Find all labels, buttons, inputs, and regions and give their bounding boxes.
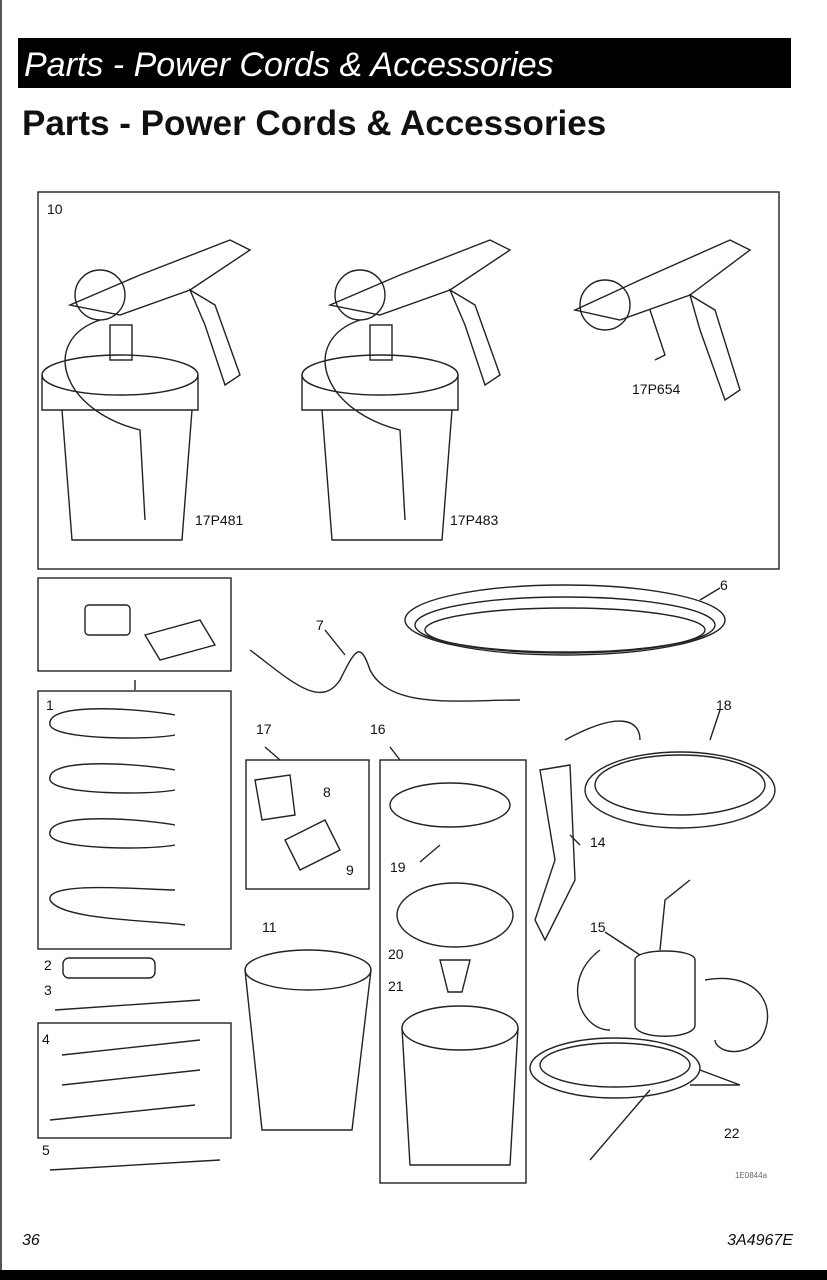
kit-17-frame [245, 759, 370, 890]
bottom-bar [0, 1270, 827, 1280]
hose-6 [404, 584, 726, 656]
callout-15: 15 [590, 919, 606, 935]
callout-5: 5 [42, 1142, 50, 1158]
page-number: 36 [22, 1232, 40, 1249]
callout-11: 11 [262, 919, 277, 935]
callout-4: 4 [42, 1031, 50, 1047]
model-code-17p654: 17P654 [632, 381, 680, 397]
hose-7 [249, 649, 521, 702]
callout-18: 18 [716, 697, 732, 713]
pressure-pot-15 [576, 879, 769, 1053]
figure-id: 1E0844a [735, 1171, 768, 1180]
callout-22: 22 [724, 1125, 740, 1141]
callout-19: 19 [390, 859, 406, 875]
spray-gun-frame [37, 191, 780, 570]
section-header-bar: Parts - Power Cords & Accessories [18, 38, 791, 88]
callout-10: 10 [47, 201, 63, 217]
callout-20: 20 [388, 946, 404, 962]
callout-21: 21 [388, 978, 404, 994]
parts-illustration: 10 6 7 18 1 17 16 8 9 14 19 11 20 15 2 3… [0, 180, 827, 1190]
cord-5 [49, 1159, 221, 1171]
document-number: 3A4967E [727, 1232, 793, 1249]
outlet-panel-frame [37, 577, 232, 672]
callout-17: 17 [256, 721, 272, 737]
cords-frame [37, 690, 232, 950]
left-page-rule [0, 0, 2, 1270]
section-header-title: Parts - Power Cords & Accessories [24, 46, 554, 84]
cords-4-frame [37, 1022, 232, 1139]
strap-14 [534, 764, 576, 942]
callout-7: 7 [316, 617, 324, 633]
adapter-2 [62, 957, 156, 979]
callout-9: 9 [346, 862, 354, 878]
cords-4 [49, 1039, 201, 1121]
spray-gun-cup-1 [41, 239, 252, 541]
callout-16: 16 [370, 721, 386, 737]
callout-3: 3 [44, 982, 52, 998]
callout-1: 1 [46, 697, 54, 713]
kit-16-frame [379, 759, 527, 1184]
spray-gun-3 [572, 239, 752, 402]
page-title: Parts - Power Cords & Accessories [22, 104, 607, 143]
parts-illustration-svg: 10 6 7 18 1 17 16 8 9 14 19 11 20 15 2 3… [37, 191, 780, 1184]
hose-18 [564, 720, 776, 829]
hose-22 [529, 1037, 701, 1161]
model-code-17p481: 17P481 [195, 512, 243, 528]
callout-6: 6 [720, 577, 728, 593]
callout-8: 8 [323, 784, 331, 800]
cup-liner-11 [244, 949, 372, 1131]
callout-14: 14 [590, 834, 606, 850]
cord-3 [54, 999, 201, 1011]
model-code-17p483: 17P483 [450, 512, 498, 528]
callout-2: 2 [44, 957, 52, 973]
spray-gun-cup-2 [301, 239, 512, 541]
